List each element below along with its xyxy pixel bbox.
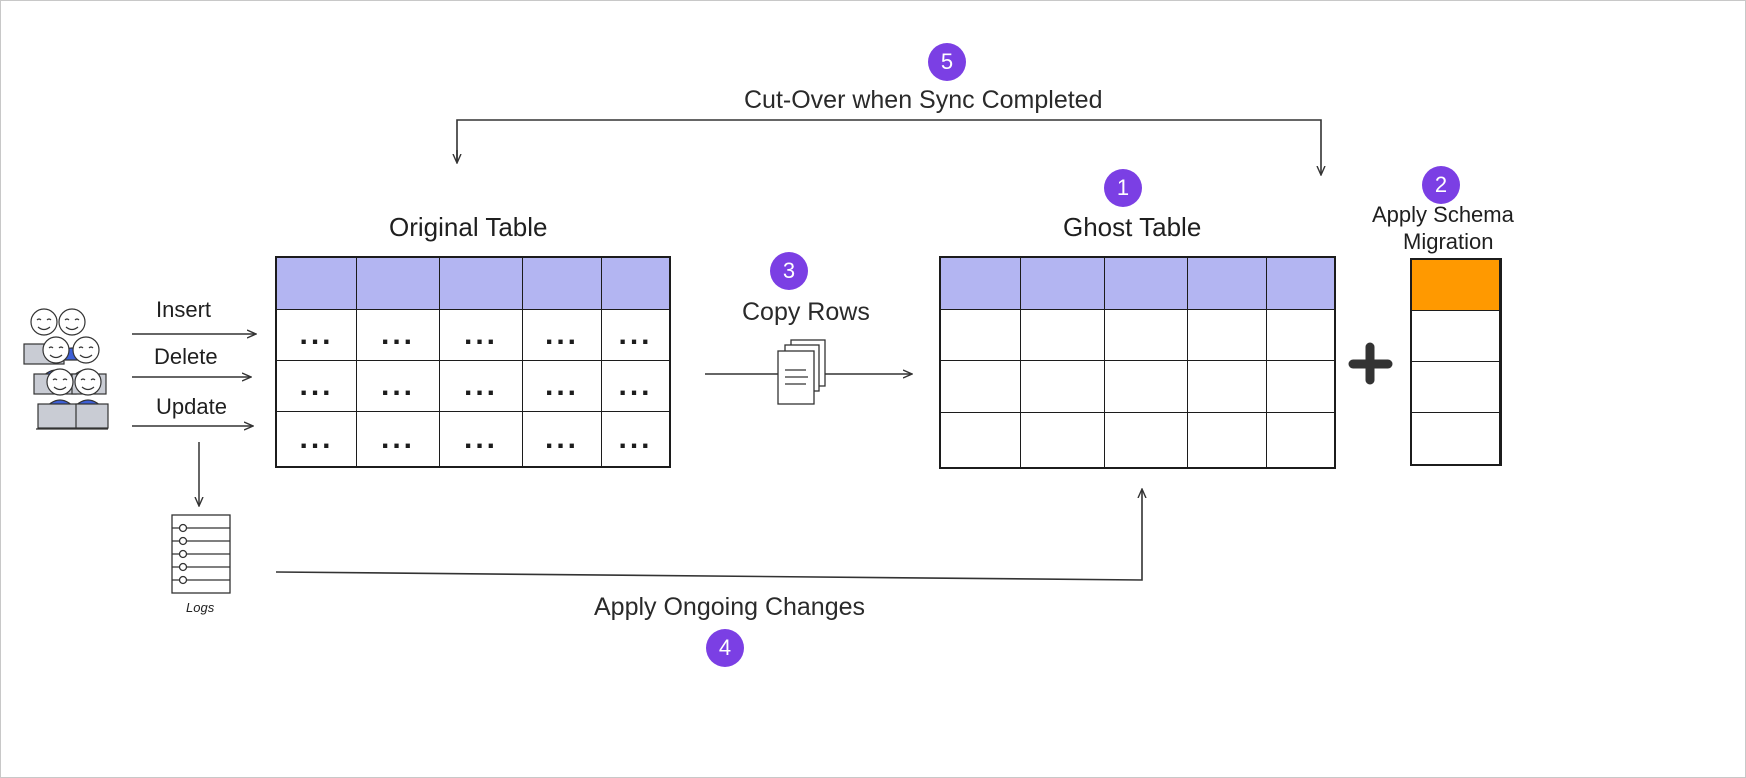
- ghost-header-cell: [1021, 258, 1105, 310]
- original-data-cell: ...: [523, 412, 602, 466]
- original-data-cell: ...: [357, 310, 440, 361]
- original-data-cell: ...: [440, 310, 523, 361]
- schema-new-column-header: [1412, 260, 1500, 311]
- original-data-cell: ...: [618, 422, 653, 455]
- ghost-data-cell: [941, 361, 1021, 413]
- original-table-title: Original Table: [389, 212, 548, 242]
- original-header-cell: [440, 258, 523, 310]
- ghost-data-cell: [1021, 310, 1105, 361]
- ghost-data-cell: [1267, 310, 1334, 361]
- original-table: ... ... ... ... ... ... ... ... ... ... …: [275, 256, 671, 468]
- insert-label: Insert: [156, 297, 212, 322]
- ghost-data-cell: [1105, 413, 1188, 467]
- ghost-data-cell: [1188, 413, 1267, 467]
- ghost-data-cell: [1188, 310, 1267, 361]
- ghost-data-cell: [941, 413, 1021, 467]
- step-5-badge: 5: [928, 43, 966, 81]
- apply-ongoing-changes-arrow: [275, 490, 1142, 581]
- apply-schema-label-line2: Migration: [1403, 229, 1494, 254]
- cut-over-label: Cut-Over when Sync Completed: [744, 86, 1103, 114]
- ghost-header-cell: [1105, 258, 1188, 310]
- original-data-cell: ...: [277, 412, 357, 466]
- document-stack-icon: [777, 339, 826, 405]
- ghost-table-title: Ghost Table: [1063, 212, 1202, 242]
- original-data-cell: ...: [602, 361, 669, 412]
- original-data-cell: ...: [277, 361, 357, 412]
- schema-column-cell: [1412, 413, 1500, 464]
- ghost-header-cell: [1188, 258, 1267, 310]
- schema-migration-column: [1410, 258, 1502, 466]
- ghost-data-cell: [1188, 361, 1267, 413]
- apply-schema-label-line1: Apply Schema: [1372, 202, 1514, 227]
- plus-icon: [1348, 342, 1393, 385]
- original-data-cell: ...: [357, 412, 440, 466]
- ghost-data-cell: [1105, 361, 1188, 413]
- schema-column-cell: [1412, 362, 1500, 413]
- step-4-badge: 4: [706, 629, 744, 667]
- users-icon: [23, 308, 109, 430]
- logs-label: Logs: [186, 600, 215, 615]
- original-data-cell: ...: [440, 361, 523, 412]
- update-label: Update: [156, 394, 227, 419]
- original-data-cell: ...: [440, 412, 523, 466]
- logs-list-icon: [171, 514, 231, 594]
- ghost-data-cell: [941, 310, 1021, 361]
- step-1-badge: 1: [1104, 169, 1142, 207]
- ghost-header-cell: [941, 258, 1021, 310]
- original-header-cell: [357, 258, 440, 310]
- ghost-table: [939, 256, 1336, 469]
- original-header-cell: [602, 258, 669, 310]
- copy-rows-label: Copy Rows: [742, 298, 870, 326]
- step-3-badge: 3: [770, 252, 808, 290]
- delete-label: Delete: [154, 344, 218, 369]
- original-data-cell: ...: [277, 310, 357, 361]
- original-data-cell: ...: [523, 310, 602, 361]
- schema-column-cell: [1412, 311, 1500, 362]
- original-data-cell: ...: [357, 361, 440, 412]
- step-2-badge: 2: [1422, 166, 1460, 204]
- original-data-cell: ...: [523, 361, 602, 412]
- original-header-cell: [277, 258, 357, 310]
- ghost-header-cell: [1267, 258, 1334, 310]
- apply-ongoing-changes-label: Apply Ongoing Changes: [594, 593, 866, 621]
- ghost-data-cell: [1105, 310, 1188, 361]
- original-data-cell: ...: [602, 310, 669, 361]
- original-header-cell: [523, 258, 602, 310]
- ghost-data-cell: [1267, 361, 1334, 413]
- ghost-data-cell: [1021, 413, 1105, 467]
- cut-over-arrow: [457, 119, 1321, 174]
- ghost-data-cell: [1021, 361, 1105, 413]
